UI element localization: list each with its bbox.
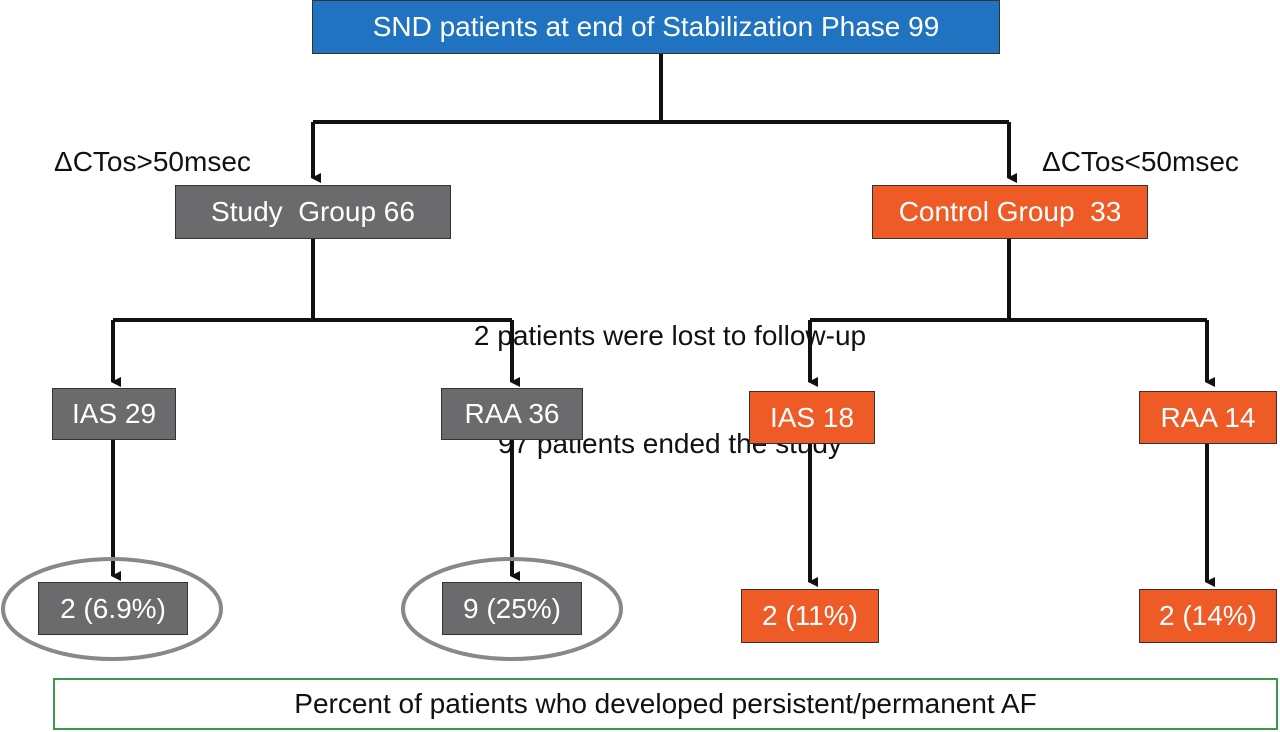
footer-legend-box: Percent of patients who developed persis… <box>53 678 1278 730</box>
control-ias-box: IAS 18 <box>749 391 875 444</box>
lost-to-follow-up-text: 2 patients were lost to follow-up <box>473 320 867 351</box>
control-group-label: Control Group 33 <box>898 196 1122 227</box>
study-ias-result-ellipse <box>1 557 223 661</box>
study-group-box: Study Group 66 <box>175 185 451 239</box>
control-raa-result-label: 2 (14%) <box>1158 600 1258 631</box>
footer-legend-label: Percent of patients who developed persis… <box>294 688 1037 719</box>
root-label: SND patients at end of Stabilization Pha… <box>372 11 940 42</box>
study-ias-label: IAS 29 <box>71 398 157 429</box>
control-raa-result-box: 2 (14%) <box>1139 589 1277 643</box>
study-raa-box: RAA 36 <box>441 388 583 440</box>
study-raa-result-label: 9 (25%) <box>462 592 562 624</box>
root-box: SND patients at end of Stabilization Pha… <box>312 0 1000 54</box>
control-ias-result-label: 2 (11%) <box>762 600 858 631</box>
study-ias-box: IAS 29 <box>52 388 176 440</box>
control-group-box: Control Group 33 <box>872 185 1148 239</box>
control-ias-label: IAS 18 <box>769 401 855 433</box>
study-raa-result-ellipse <box>401 557 623 661</box>
control-ias-result-box: 2 (11%) <box>741 589 879 643</box>
study-raa-result-box: 9 (25%) <box>442 582 582 635</box>
study-raa-label: RAA 36 <box>464 398 560 429</box>
control-raa-label: RAA 14 <box>1160 401 1256 433</box>
study-ias-result-box: 2 (6.9%) <box>38 582 188 635</box>
study-criterion-label: ΔCTos>50msec <box>54 146 251 177</box>
control-raa-box: RAA 14 <box>1139 391 1277 444</box>
follow-up-note: 2 patients were lost to follow-up 97 pat… <box>420 246 920 498</box>
control-criterion-label: ΔCTos<50msec <box>1042 146 1239 177</box>
study-ias-result-label: 2 (6.9%) <box>60 592 166 624</box>
study-group-label: Study Group 66 <box>211 196 415 227</box>
